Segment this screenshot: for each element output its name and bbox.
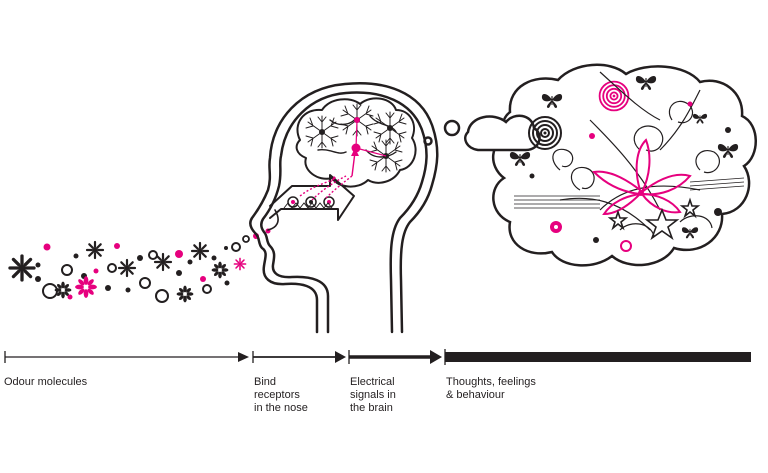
flower-icon (75, 276, 97, 298)
signal-arrows (299, 151, 356, 201)
spiral-icon (598, 80, 630, 112)
odour-molecule-icon (85, 240, 105, 260)
stage-label-thoughts: Thoughts, feelings & behaviour (446, 376, 536, 401)
timeline (4, 349, 751, 365)
neuron-icon (373, 111, 407, 145)
timeline-arrow-odour (4, 351, 249, 363)
odour-molecule-icon (8, 254, 36, 282)
odour-molecule-icon (190, 241, 210, 261)
thought-cloud (464, 63, 757, 267)
nose-receptors (283, 196, 335, 209)
stage-label-odour-molecules: Odour molecules (4, 376, 88, 388)
spiral-icon (528, 116, 562, 150)
odour-molecule-icon (117, 258, 137, 278)
star-icon (607, 197, 701, 241)
timeline-bar-thoughts (444, 349, 751, 365)
timeline-arrow-bind (252, 351, 346, 363)
odour-molecule-icon (233, 257, 247, 271)
timeline-arrow-signals (348, 350, 442, 364)
neuron-icon (305, 115, 339, 149)
thought-bubbles (423, 119, 461, 146)
neuron-network (305, 103, 407, 173)
flower-icon (176, 285, 194, 303)
odour-molecules-pink (43, 228, 271, 300)
stage-label-electrical-signals: Electrical signals in the brain (350, 376, 396, 414)
odour-molecules-cloud (8, 235, 250, 303)
lily-flower-icon (591, 138, 692, 216)
stage-label-bind-receptors: Bind receptors in the nose (254, 376, 308, 414)
head-profile (249, 82, 439, 334)
flower-icon (211, 261, 229, 279)
